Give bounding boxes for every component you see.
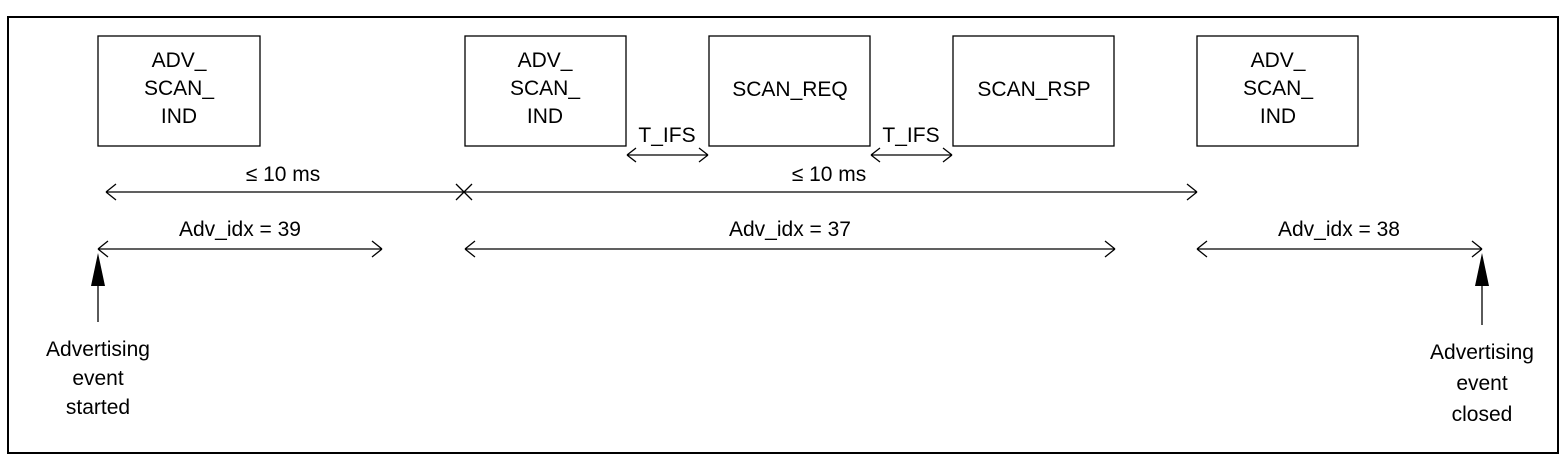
event-closed-label: event (1456, 372, 1508, 395)
tifs-label: T_IFS (638, 124, 695, 147)
interval-arrow (105, 183, 464, 201)
packet-label-line: IND (1260, 105, 1296, 128)
channel-span-38: Adv_idx = 38 (1196, 218, 1483, 258)
packet-adv-scan-ind-3: ADV_ SCAN_ IND (1196, 35, 1359, 147)
channel-label: Adv_idx = 38 (1278, 218, 1400, 241)
packet-label-line: ADV_ (1251, 49, 1306, 72)
packet-adv-scan-ind-2: ADV_ SCAN_ IND (464, 35, 627, 147)
packet-label-line: SCAN_REQ (732, 78, 848, 101)
channel-span-37: Adv_idx = 37 (464, 218, 1116, 258)
packet-box (952, 35, 1115, 147)
packet-box (97, 35, 261, 147)
packet-label-line: SCAN_RSP (977, 78, 1090, 101)
channel-label: Adv_idx = 39 (179, 218, 301, 241)
channel-arrow (1196, 240, 1483, 258)
packet-label-line: ADV_ (152, 49, 207, 72)
tifs-interval-1: T_IFS (626, 124, 709, 163)
up-arrow-icon (91, 253, 105, 286)
interval-label: ≤ 10 ms (792, 163, 867, 186)
interval-arrow (464, 183, 1198, 201)
event-closed-label: closed (1452, 403, 1513, 426)
packet-box (708, 35, 871, 147)
packet-scan-rsp: SCAN_RSP (952, 35, 1115, 147)
interval-boundary-cross (455, 183, 473, 201)
event-closed-marker: Advertising event closed (1430, 253, 1534, 426)
event-closed-label: Advertising (1430, 341, 1534, 364)
channel-arrow (97, 240, 383, 258)
interval-1: ≤ 10 ms (105, 163, 464, 201)
event-started-label: event (72, 367, 124, 390)
packet-scan-req: SCAN_REQ (708, 35, 871, 147)
packet-label-line: SCAN_ (1243, 77, 1313, 100)
packet-box (1196, 35, 1359, 147)
event-started-label: started (66, 396, 130, 419)
interval-2: ≤ 10 ms (464, 163, 1198, 201)
channel-label: Adv_idx = 37 (729, 218, 851, 241)
up-arrow-icon (1475, 253, 1489, 286)
channel-arrow (464, 240, 1116, 258)
packet-label-line: ADV_ (518, 49, 573, 72)
channel-span-39: Adv_idx = 39 (97, 218, 383, 258)
event-started-marker: Advertising event started (46, 253, 150, 419)
tifs-interval-2: T_IFS (870, 124, 953, 163)
interval-label: ≤ 10 ms (246, 163, 321, 186)
packet-label-line: SCAN_ (144, 77, 214, 100)
tifs-arrow (870, 147, 953, 163)
packet-label-line: IND (161, 105, 197, 128)
diagram-frame (7, 16, 1559, 454)
tifs-arrow (626, 147, 709, 163)
event-started-label: Advertising (46, 338, 150, 361)
packet-adv-scan-ind-1: ADV_ SCAN_ IND (97, 35, 261, 147)
packet-label-line: SCAN_ (510, 77, 580, 100)
packet-box (464, 35, 627, 147)
tifs-label: T_IFS (882, 124, 939, 147)
packet-label-line: IND (527, 105, 563, 128)
